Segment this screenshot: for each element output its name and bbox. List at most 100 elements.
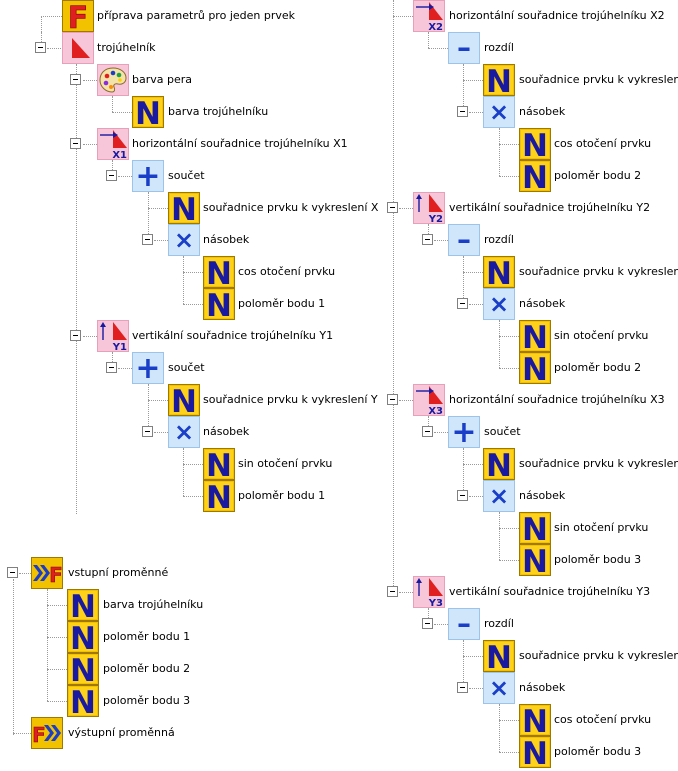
coordinate-y-icon[interactable]: Y1	[97, 320, 129, 352]
node-label: příprava parametrů pro jeden prvek	[97, 9, 296, 22]
collapse-button[interactable]	[387, 586, 398, 597]
number-icon[interactable]: N	[132, 96, 164, 128]
tree-line	[47, 605, 67, 606]
svg-text:×: ×	[489, 98, 509, 126]
number-icon[interactable]: N	[67, 621, 99, 653]
collapse-button[interactable]	[457, 490, 468, 501]
collapse-button[interactable]	[7, 567, 18, 578]
number-icon[interactable]: N	[519, 352, 551, 384]
number-icon[interactable]: N	[67, 653, 99, 685]
node-label: poloměr bodu 3	[554, 745, 642, 758]
node-label: sin otočení prvku	[238, 457, 333, 470]
times-icon[interactable]: ×	[483, 96, 515, 128]
number-icon[interactable]: N	[203, 288, 235, 320]
collapse-button[interactable]	[457, 682, 468, 693]
tree-line	[499, 176, 519, 177]
tree-line	[41, 32, 42, 46]
coordinate-y-icon[interactable]: Y2	[413, 192, 445, 224]
collapse-button[interactable]	[70, 138, 81, 149]
number-icon[interactable]: N	[67, 685, 99, 717]
collapse-button[interactable]	[35, 42, 46, 53]
coordinate-x-icon[interactable]: X2	[413, 0, 445, 32]
collapse-button[interactable]	[142, 426, 153, 437]
collapse-button[interactable]	[70, 74, 81, 85]
input-variables-icon[interactable]: F	[31, 557, 63, 589]
svg-text:N: N	[486, 640, 512, 672]
number-icon[interactable]: N	[519, 544, 551, 576]
times-icon[interactable]: ×	[168, 416, 200, 448]
svg-text:–: –	[457, 608, 471, 640]
collapse-button[interactable]	[142, 234, 153, 245]
node-label: rozdíl	[484, 617, 514, 630]
node-label: souřadnice prvku k vykreslení X	[519, 73, 678, 86]
tree-line	[469, 688, 483, 689]
tree-line	[47, 669, 67, 670]
number-icon[interactable]: N	[519, 320, 551, 352]
tree-line	[428, 32, 429, 48]
tree-line	[463, 80, 483, 81]
number-icon[interactable]: N	[483, 256, 515, 288]
times-icon[interactable]: ×	[168, 224, 200, 256]
number-icon[interactable]: N	[519, 736, 551, 768]
tree-line	[183, 304, 203, 305]
node-label: horizontální souřadnice trojúhelníku X2	[449, 9, 665, 22]
collapse-button[interactable]	[422, 234, 433, 245]
number-icon[interactable]: N	[168, 192, 200, 224]
node-label: vertikální souřadnice trojúhelníku Y1	[132, 329, 334, 342]
tree-line	[428, 224, 429, 234]
node-label: horizontální souřadnice trojúhelníku X3	[449, 393, 665, 406]
collapse-button[interactable]	[387, 202, 398, 213]
triangle-icon[interactable]	[62, 32, 94, 64]
collapse-button[interactable]	[457, 106, 468, 117]
number-icon[interactable]: N	[67, 589, 99, 621]
function-icon[interactable]: F	[62, 0, 94, 32]
number-icon[interactable]: N	[483, 640, 515, 672]
coordinate-y-icon[interactable]: Y3	[413, 576, 445, 608]
node-label: barva trojúhelníku	[168, 105, 269, 118]
number-icon[interactable]: N	[203, 448, 235, 480]
node-label: horizontální souřadnice trojúhelníku X1	[132, 137, 348, 150]
plus-icon[interactable]: +	[132, 160, 164, 192]
svg-text:Y1: Y1	[112, 342, 127, 352]
coordinate-x-icon[interactable]: X3	[413, 384, 445, 416]
number-icon[interactable]: N	[483, 64, 515, 96]
number-icon[interactable]: N	[519, 704, 551, 736]
node-label: rozdíl	[484, 41, 514, 54]
minus-icon[interactable]: –	[448, 224, 480, 256]
tree-line	[83, 80, 97, 81]
times-icon[interactable]: ×	[483, 672, 515, 704]
tree-line	[13, 579, 14, 735]
collapse-button[interactable]	[106, 170, 117, 181]
times-icon[interactable]: ×	[483, 288, 515, 320]
number-icon[interactable]: N	[519, 512, 551, 544]
minus-icon[interactable]: –	[448, 32, 480, 64]
tree-line	[393, 16, 413, 17]
tree-line	[112, 352, 113, 362]
node-label: součet	[484, 425, 521, 438]
number-icon[interactable]: N	[203, 256, 235, 288]
coordinate-x-icon[interactable]: X1	[97, 128, 129, 160]
collapse-button[interactable]	[457, 298, 468, 309]
svg-text:×: ×	[489, 290, 509, 318]
palette-icon[interactable]	[97, 64, 129, 96]
svg-text:N: N	[486, 256, 512, 288]
number-icon[interactable]: N	[483, 448, 515, 480]
times-icon[interactable]: ×	[483, 480, 515, 512]
node-label: trojúhelník	[97, 41, 156, 54]
collapse-button[interactable]	[387, 394, 398, 405]
minus-icon[interactable]: –	[448, 608, 480, 640]
number-icon[interactable]: N	[203, 480, 235, 512]
collapse-button[interactable]	[422, 426, 433, 437]
output-variable-icon[interactable]: F	[31, 717, 63, 749]
collapse-button[interactable]	[422, 618, 433, 629]
number-icon[interactable]: N	[168, 384, 200, 416]
collapse-button[interactable]	[106, 362, 117, 373]
plus-icon[interactable]: +	[132, 352, 164, 384]
tree-line	[399, 592, 413, 593]
number-icon[interactable]: N	[519, 128, 551, 160]
tree-line	[47, 589, 48, 701]
number-icon[interactable]: N	[519, 160, 551, 192]
plus-icon[interactable]: +	[448, 416, 480, 448]
node-label: poloměr bodu 3	[554, 553, 642, 566]
collapse-button[interactable]	[70, 330, 81, 341]
